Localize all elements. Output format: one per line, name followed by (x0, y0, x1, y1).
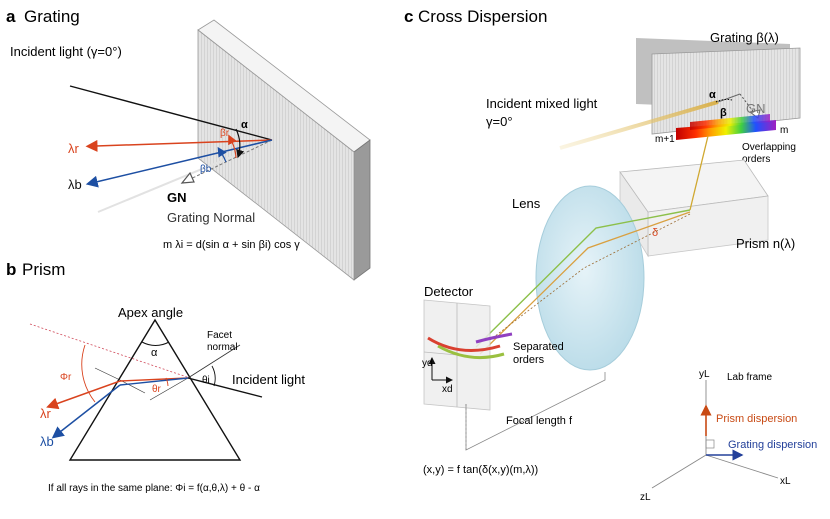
cross-delta-label: δ (652, 227, 658, 239)
cross-focal-label: Focal length f (506, 415, 573, 427)
lab-z-axis (651, 454, 707, 489)
prism-incident-ray (187, 377, 263, 398)
cross-separated-order-2 (437, 344, 505, 360)
prism-alpha-label: α (151, 347, 158, 359)
cross-grating-label: Grating β(λ) (710, 30, 779, 45)
lab-grating-dispersion-label: Grating dispersion (728, 439, 817, 451)
prism-phi-label: Φr (60, 372, 72, 383)
prism-incident-label: Incident light (232, 372, 305, 387)
cross-incident-label-2: γ=0° (486, 114, 513, 129)
prism-facet-normal-left-inside (119, 379, 146, 394)
panel-b-letter: b (6, 260, 16, 279)
grating-side-face (353, 139, 371, 281)
cross-equation: (x,y) = f tan(δ(x,y)(m,λ)) (423, 464, 538, 476)
cross-lens (535, 185, 645, 371)
lab-zl-label: zL (640, 492, 651, 503)
cross-ray-into-prism (689, 135, 709, 211)
cross-separated-label-2: orders (513, 354, 545, 366)
prism-exit-blue (51, 384, 121, 439)
grating-normal-line (181, 139, 273, 184)
cross-alpha-label: α (709, 89, 716, 101)
panel-c: c Cross Dispersion Grating β(λ) Incident… (404, 7, 817, 503)
grating-alpha-label: α (241, 119, 248, 131)
cross-ray-dotted (489, 213, 691, 341)
prism-facet-normal-right (187, 344, 241, 379)
cross-separated-order-3 (475, 332, 513, 344)
prism-dotted-extension (29, 323, 191, 379)
prism-internal-blue (119, 377, 189, 386)
cross-incident-beam (559, 100, 719, 150)
prism-lambda-b-label: λb (40, 434, 54, 449)
grating-lambda-r-label: λr (68, 141, 80, 156)
cross-prism-left (619, 170, 649, 258)
prism-apex-label: Apex angle (118, 305, 183, 320)
panel-a-letter: a (6, 7, 16, 26)
cross-prism-label: Prism n(λ) (736, 236, 795, 251)
prism-facet-label-2: normal (207, 342, 238, 353)
panel-a-title: Grating (24, 7, 80, 26)
cross-detector-label: Detector (424, 284, 474, 299)
grating-beta-r-label: βr (220, 128, 230, 139)
grating-beta-b-arc (217, 146, 227, 163)
cross-ray-orange (479, 211, 691, 355)
cross-lens-label: Lens (512, 196, 541, 211)
lab-right-angle (705, 439, 715, 449)
prism-phi-arc (81, 344, 96, 403)
grating-beta-b-label: βb (200, 164, 212, 175)
lab-yl-label: yL (699, 369, 710, 380)
cross-incident-thin (717, 93, 741, 103)
prism-facet-normal-left (94, 367, 121, 381)
grating-front-face (197, 29, 355, 281)
prism-equation: If all rays in the same plane: Φi = f(α,… (48, 483, 260, 494)
grating-red-ray (85, 139, 273, 152)
cross-ray-green (475, 209, 691, 348)
cross-yd-label: yd (422, 358, 433, 369)
cross-overlap-label-1: Overlapping (742, 142, 796, 153)
grating-beta-r-arc (228, 134, 237, 159)
prism-theta-i-label: θi (202, 375, 210, 386)
grating-block (197, 19, 371, 281)
prism-theta-r-label: θr (152, 384, 162, 395)
grating-gn-label: GN (167, 190, 187, 205)
prism-facet-normal-inside (149, 377, 189, 401)
prism-exit-red (46, 380, 121, 410)
panel-b: b Prism Apex angle α Facet normal Incide… (6, 260, 305, 494)
grating-equation: m λi = d(sin α + sin βi) cos γ (163, 239, 300, 251)
grating-alpha-arc (235, 128, 245, 159)
cross-incident-label-1: Incident mixed light (486, 96, 598, 111)
cross-beta-label: β (720, 107, 727, 119)
grating-incident-label: Incident light (γ=0°) (10, 44, 122, 59)
prism-lambda-r-label: λr (40, 406, 52, 421)
grating-normal-label: Grating Normal (167, 210, 255, 225)
lab-x-axis (705, 454, 779, 479)
grating-incident-ray (69, 85, 273, 141)
cross-prism (619, 159, 769, 258)
cross-separated-label-1: Separated (513, 341, 564, 353)
lab-prism-dispersion-label: Prism dispersion (716, 413, 797, 425)
grating-lambda-b-label: λb (68, 177, 82, 192)
lab-xl-label: xL (780, 476, 791, 487)
panel-b-title: Prism (22, 260, 65, 279)
cross-order-spectrum-1 (676, 120, 776, 140)
prism-theta-i-arc (211, 365, 216, 387)
prism-theta-r-arc (165, 377, 169, 387)
prism-apex-arc (141, 341, 170, 346)
cross-order-spectrum-2 (690, 114, 770, 130)
prism-facet-label-1: Facet (207, 330, 232, 341)
grating-normal-arrowhead (180, 171, 195, 184)
cross-xd-label: xd (442, 384, 453, 395)
cross-m-label: m (780, 125, 788, 136)
cross-m-plus-1-label: m+1 (655, 134, 675, 145)
cross-focal-bracket (465, 372, 606, 451)
lab-frame-label: Lab frame (727, 372, 772, 383)
cross-overlap-label-2: orders (742, 154, 770, 165)
grating-blue-ray (85, 139, 273, 188)
panel-c-letter: c (404, 7, 413, 26)
panel-a: a Grating Incident light (γ=0°) α βr βb … (6, 7, 371, 281)
panel-c-title: Cross Dispersion (418, 7, 547, 26)
cross-alpha-arc (715, 98, 733, 103)
cross-gn-label: GN (746, 101, 766, 116)
cross-separated-order-1 (427, 336, 501, 352)
